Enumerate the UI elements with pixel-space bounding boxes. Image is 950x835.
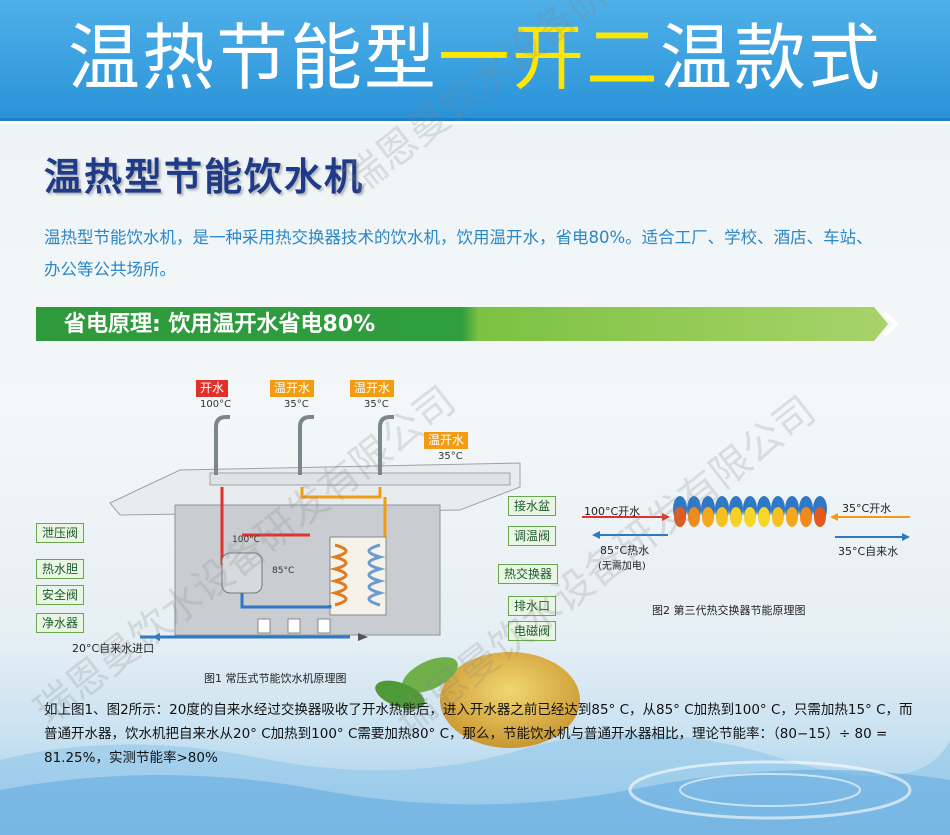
label-hot-tank: 热水胆 [36, 559, 85, 579]
principle-arrow-bar [36, 307, 899, 341]
banner-title: 温热节能型一开二温款式 [0, 6, 950, 110]
label-purifier: 净水器 [36, 613, 85, 633]
fig2-in-left: 85°C热水 [600, 544, 650, 557]
banner-title-highlight: 一开二 [437, 16, 660, 100]
explanation-text: 如上图1、图2所示：20度的自来水经过交换器吸收了开水热能后，进入开水器之前已经… [44, 702, 913, 766]
fig2-heat-exchanger-diagram [582, 496, 910, 541]
tap-temp-warm-2: 35°C [364, 399, 389, 410]
tap-label-warm-2: 温开水 [350, 380, 395, 397]
label-water-basin: 接水盆 [508, 496, 557, 516]
banner-title-part1: 温热节能型 [67, 16, 438, 100]
section-title: 温热型节能饮水机 [44, 155, 365, 199]
fig2-in-left-note: (无需加电) [598, 561, 646, 572]
tap-label-warm-1: 温开水 [270, 380, 315, 397]
fig2-caption: 图2 第三代热交换器节能原理图 [652, 604, 806, 617]
label-pressure-valve: 泄压阀 [36, 523, 85, 543]
fig2-out-left: 100°C开水 [584, 505, 641, 518]
inlet-label: 20°C自来水进口 [72, 642, 155, 655]
fig1-water-dispenser-diagram [109, 415, 521, 641]
label-heat-exchanger: 热交换器 [498, 564, 559, 584]
inner-temp-100: 100°C [232, 535, 260, 545]
intro-paragraph: 温热型节能饮水机，是一种采用热交换器技术的饮水机，饮用温开水，省电80%。适合工… [44, 228, 873, 279]
title-banner: 温热节能型一开二温款式 [0, 0, 950, 118]
tap-temp-boiling: 100°C [200, 399, 232, 410]
inner-temp-85: 85°C [272, 566, 295, 576]
tap-temp-warm-3: 35°C [438, 451, 463, 462]
banner-title-part2: 温款式 [660, 16, 883, 100]
fig1-caption: 图1 常压式节能饮水机原理图 [204, 672, 347, 685]
tap-label-warm-3: 温开水 [424, 432, 469, 449]
fig2-in-right: 35°C自来水 [838, 545, 899, 558]
tap-label-boiling: 开水 [196, 380, 229, 397]
label-solenoid-valve: 电磁阀 [508, 621, 557, 641]
label-drain: 排水口 [508, 596, 557, 616]
label-temp-valve: 调温阀 [508, 526, 557, 546]
label-safety-valve: 安全阀 [36, 585, 85, 605]
principle-bar-text: 省电原理: 饮用温开水省电80% [64, 312, 376, 337]
water-splash-decoration [0, 652, 950, 835]
tap-temp-warm-1: 35°C [284, 399, 309, 410]
fig2-out-right: 35°C开水 [842, 502, 892, 515]
